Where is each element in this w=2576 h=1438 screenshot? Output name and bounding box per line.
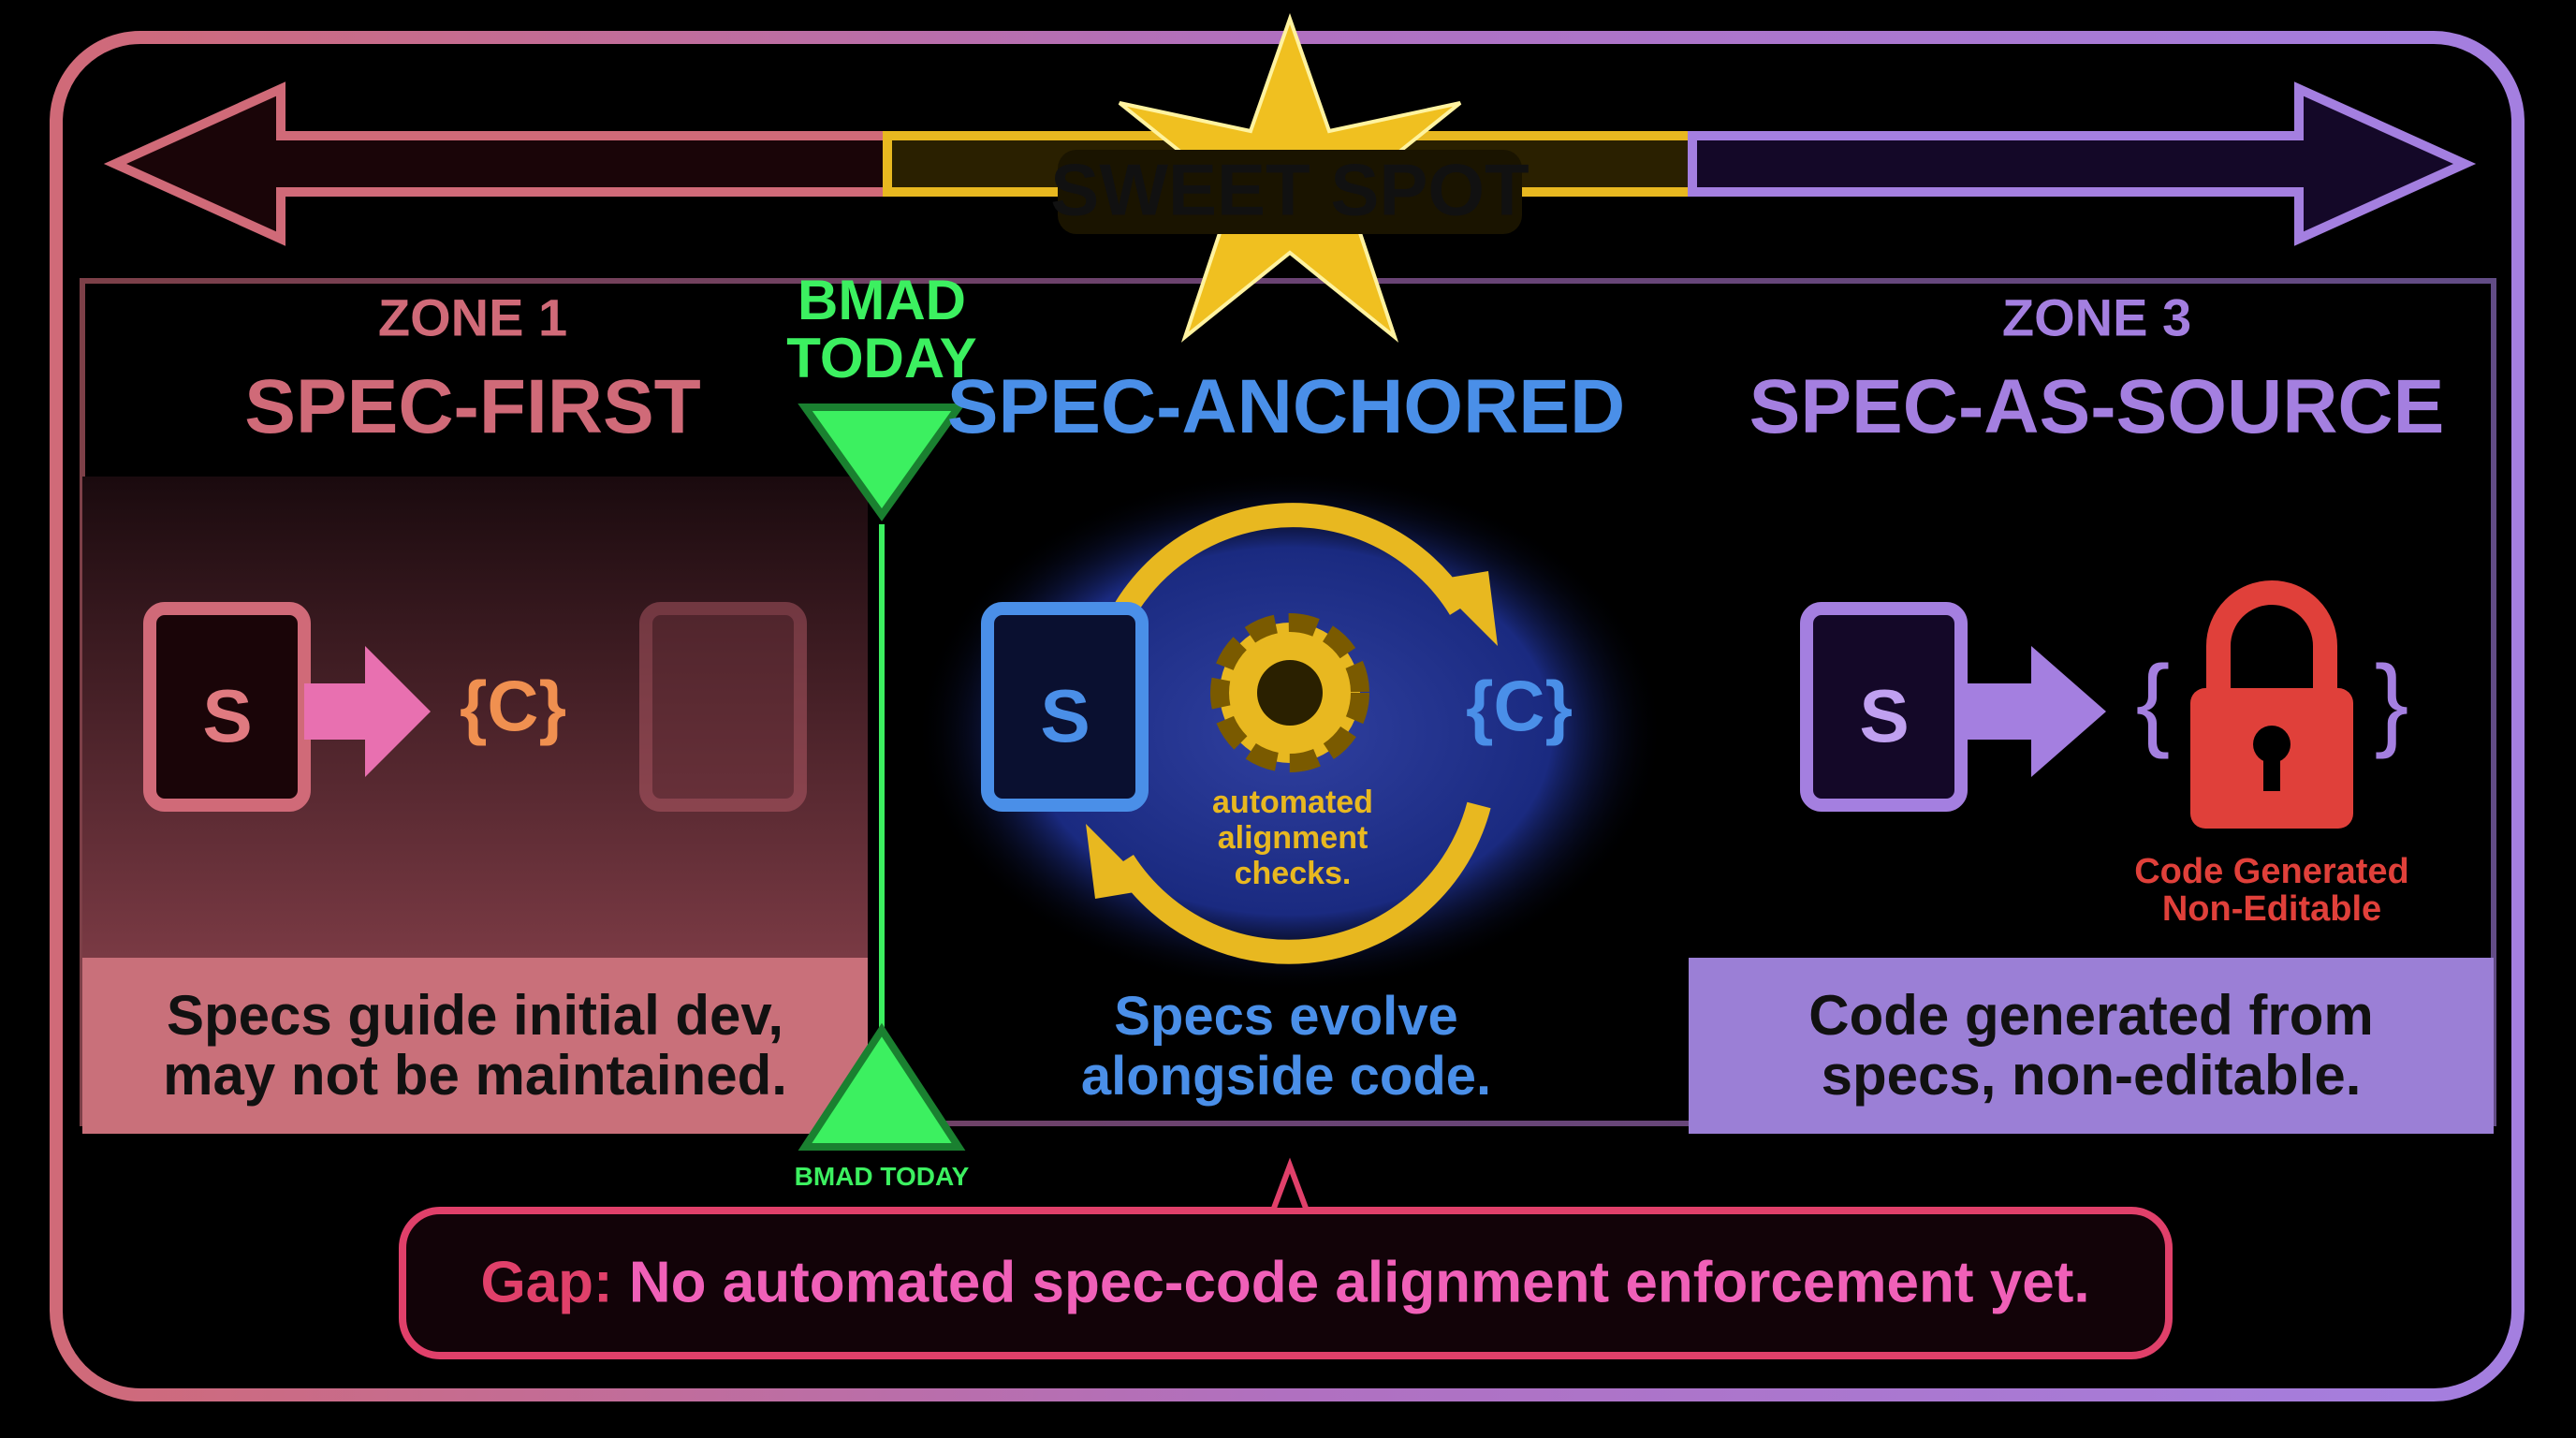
- caption-line: Code generated from: [1808, 984, 2374, 1047]
- marker-line: TODAY: [786, 327, 977, 389]
- marker-down-triangle-icon: [798, 404, 966, 521]
- code-c-glyph: C: [487, 667, 539, 747]
- caption-line: alongside code.: [1080, 1046, 1492, 1107]
- sweet-spot-label: SWEET SPOT: [1050, 148, 1530, 231]
- spec-doc-icon-zone2: [981, 602, 1149, 812]
- gap-statement: Gap: No automated spec-code alignment en…: [480, 1250, 2089, 1316]
- gap-text: No automated spec-code alignment enforce…: [628, 1250, 2090, 1315]
- caption-line: Specs evolve: [1114, 986, 1458, 1047]
- spec-s-glyph: S: [1859, 674, 1910, 757]
- bmad-today-bottom-label: BMAD TODAY: [794, 1162, 970, 1191]
- cycle-line: alignment: [1217, 820, 1368, 856]
- gap-prefix: Gap:: [480, 1250, 613, 1315]
- spec-s-glyph: S: [202, 674, 253, 757]
- code-c-glyph: C: [1493, 667, 1545, 747]
- marker-line: BMAD: [798, 269, 966, 331]
- zone2-title: SPEC-ANCHORED: [946, 364, 1626, 449]
- spec-doc-icon-zone1: [143, 602, 431, 812]
- lock-icon: [2190, 580, 2353, 829]
- zone1-title: SPEC-FIRST: [244, 364, 701, 449]
- lock-line: Code Generated: [2134, 852, 2409, 891]
- caption-line: specs, non-editable.: [1821, 1044, 2362, 1107]
- marker-up-triangle-icon: [798, 1022, 966, 1151]
- spec-doc-ghost-icon: [639, 602, 807, 812]
- brace-left-icon: {: [2135, 644, 2171, 760]
- lock-line: Non-Editable: [2161, 889, 2382, 929]
- code-braces-icon: {C}: [459, 667, 567, 747]
- spec-doc-icon-zone3: [1800, 602, 2106, 812]
- cycle-line: automated: [1212, 785, 1373, 820]
- cycle-arrow-icon: [1092, 503, 1471, 659]
- caption-line: may not be maintained.: [163, 1044, 787, 1107]
- zone1-caption: Specs guide initial dev,may not be maint…: [82, 958, 868, 1134]
- spectrum-arrow: [103, 81, 2477, 246]
- brace-right-icon: }: [2374, 644, 2409, 760]
- spec-s-glyph: S: [1040, 674, 1090, 757]
- zone1-label: ZONE 1: [377, 287, 568, 347]
- zone3-label: ZONE 3: [2001, 287, 2192, 347]
- caption-line: Specs guide initial dev,: [166, 984, 784, 1047]
- code-braces-icon: {C}: [1465, 667, 1573, 747]
- zone3-title: SPEC-AS-SOURCE: [1749, 364, 2445, 449]
- cycle-line: checks.: [1234, 856, 1352, 891]
